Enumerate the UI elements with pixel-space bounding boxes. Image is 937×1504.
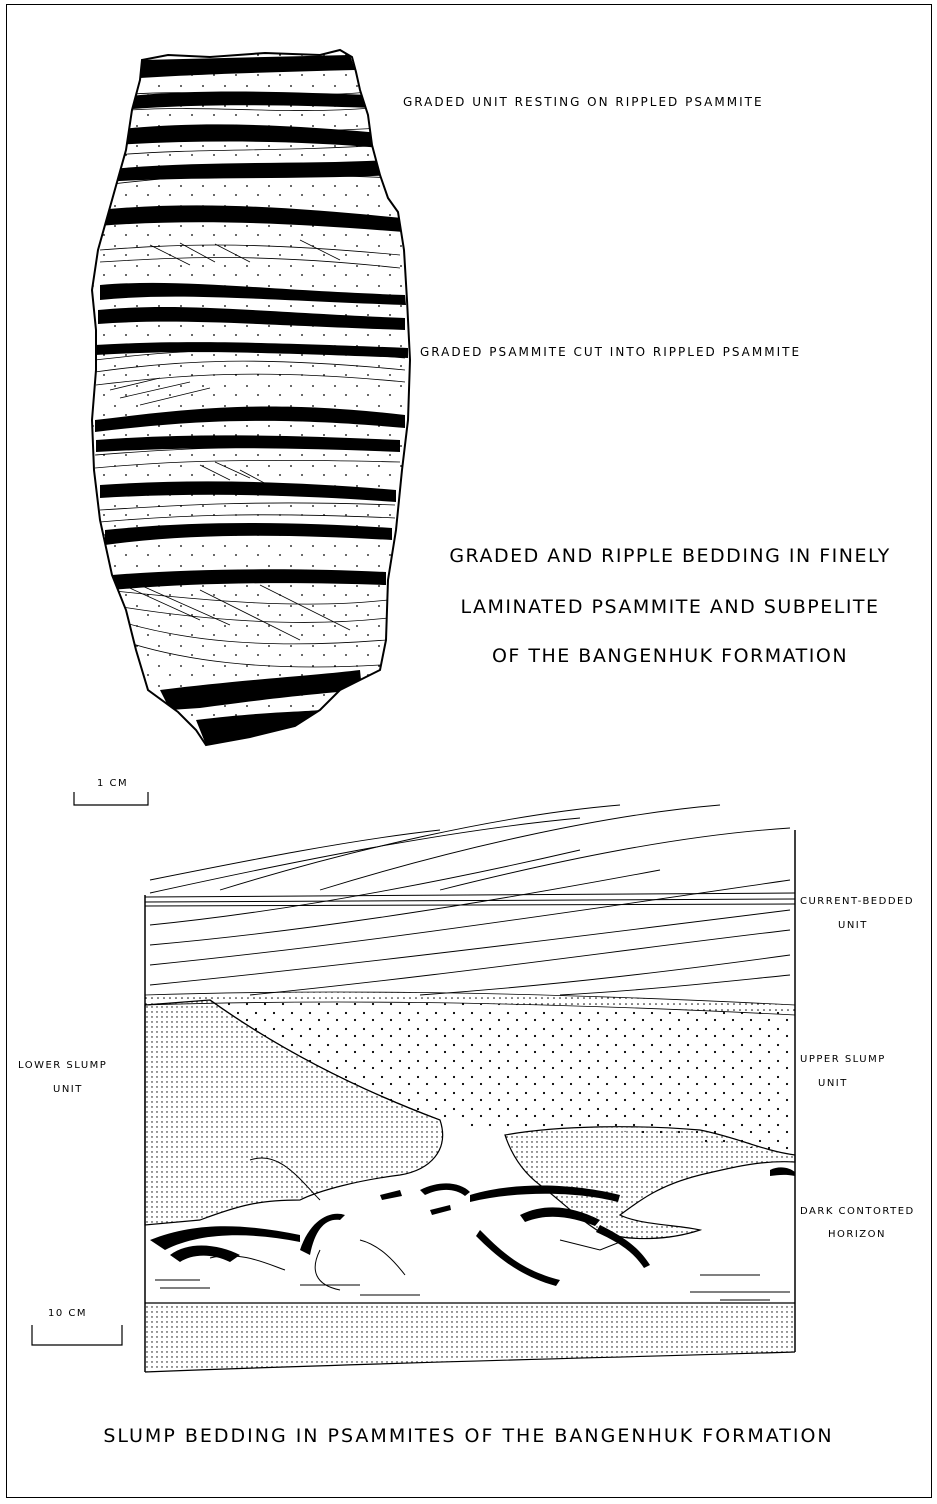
label-dark-contorted: DARK CONTORTED bbox=[800, 1206, 915, 1217]
label-graded-unit: GRADED UNIT RESTING ON RIPPLED PSAMMITE bbox=[403, 95, 764, 109]
label-graded-cut: GRADED PSAMMITE CUT INTO RIPPLED PSAMMIT… bbox=[420, 345, 801, 359]
label-horizon: HORIZON bbox=[828, 1229, 886, 1240]
slump-section bbox=[145, 805, 795, 1372]
title-top-line-3: OF THE BANGENHUK FORMATION bbox=[400, 645, 937, 667]
title-bottom: SLUMP BEDDING IN PSAMMITES OF THE BANGEN… bbox=[0, 1425, 937, 1447]
label-upper-slump: UPPER SLUMP bbox=[800, 1054, 886, 1065]
label-lower-slump-unit: UNIT bbox=[53, 1084, 83, 1095]
label-current-bedded: CURRENT-BEDDED bbox=[800, 896, 914, 907]
label-upper-slump-unit: UNIT bbox=[818, 1078, 848, 1089]
title-top-line-2: LAMINATED PSAMMITE AND SUBPELITE bbox=[400, 596, 937, 618]
scale-label-10cm: 10 CM bbox=[48, 1308, 87, 1319]
label-current-bedded-unit: UNIT bbox=[838, 920, 868, 931]
label-lower-slump: LOWER SLUMP bbox=[18, 1060, 107, 1071]
scale-label-1cm: 1 CM bbox=[97, 778, 128, 789]
title-top-line-1: GRADED AND RIPPLE BEDDING IN FINELY bbox=[400, 545, 937, 567]
scale-bar-1cm bbox=[74, 792, 148, 805]
scale-bar-10cm bbox=[32, 1325, 122, 1345]
rock-specimen bbox=[80, 40, 420, 760]
